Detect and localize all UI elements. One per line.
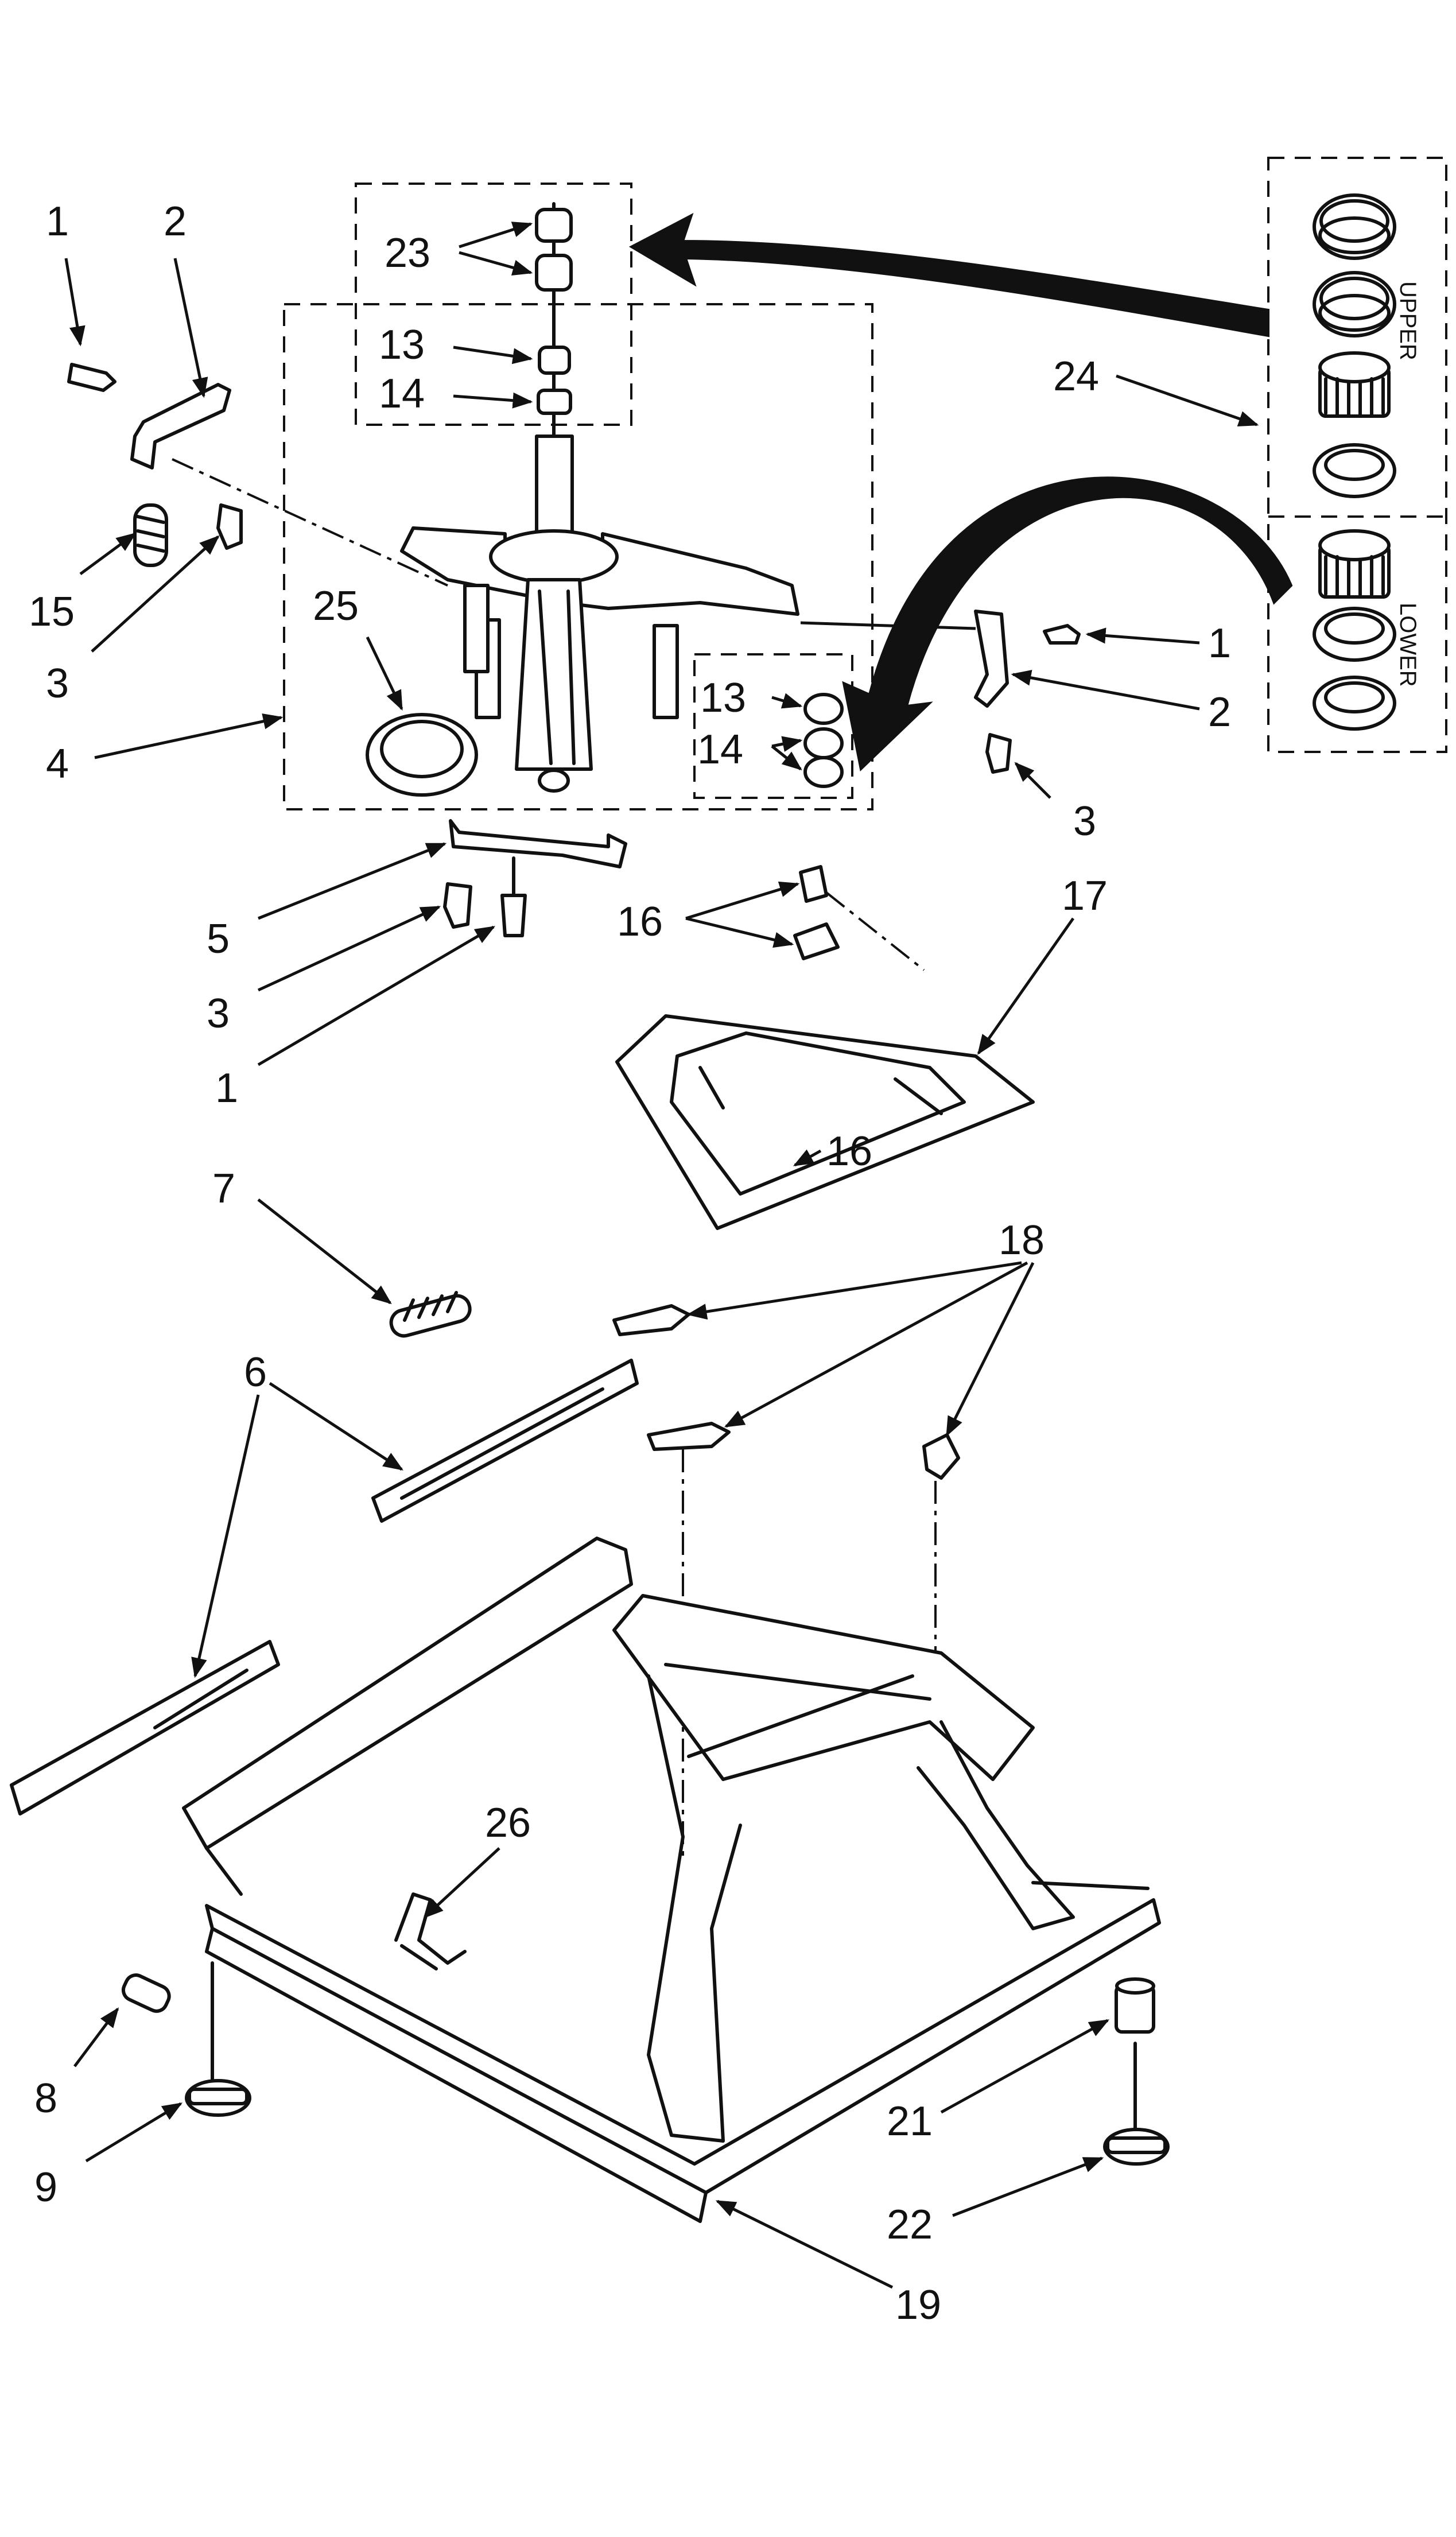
kit-24-box xyxy=(1267,157,1447,753)
callout-2: 2 xyxy=(164,199,187,245)
callout-4: 4 xyxy=(46,741,69,787)
callout-1b: 1 xyxy=(1208,620,1231,666)
callout-3c: 3 xyxy=(207,991,230,1037)
upper-kit-arrow xyxy=(628,212,1269,338)
clip-3-lower xyxy=(443,882,472,929)
bearing-kit-lower-box xyxy=(693,653,853,799)
callout-14b: 14 xyxy=(697,727,743,773)
screw-1-right xyxy=(1043,624,1081,645)
callout-1: 1 xyxy=(46,199,69,245)
bearing-13 xyxy=(538,346,571,375)
screw-1-left xyxy=(67,363,117,392)
lower-kit-arrow xyxy=(842,476,1293,771)
callout-15: 15 xyxy=(29,589,75,635)
callout-13: 13 xyxy=(379,322,425,368)
frame-17 xyxy=(615,1014,1035,1230)
bracket-2-left xyxy=(130,383,448,587)
bearing-14 xyxy=(537,389,572,415)
spring-15 xyxy=(133,503,168,567)
kit-24-lower-rings xyxy=(1313,529,1396,731)
callout-9: 9 xyxy=(34,2164,57,2210)
callout-16: 16 xyxy=(617,899,663,945)
callout-labels: 1 2 15 3 4 23 13 14 25 13 14 1 2 3 24 5 … xyxy=(29,199,1231,2328)
clip-16a xyxy=(799,865,828,903)
foot-22 xyxy=(1103,2042,1170,2166)
callout-8: 8 xyxy=(34,2076,57,2121)
base-19 xyxy=(182,1537,1161,2223)
rail-6-lower xyxy=(10,1640,280,1816)
callout-21: 21 xyxy=(887,2098,933,2144)
bracket-5 xyxy=(449,819,627,868)
ring-25 xyxy=(366,713,478,797)
callout-19: 19 xyxy=(895,2282,941,2328)
callout-3: 3 xyxy=(46,661,69,707)
callout-26: 26 xyxy=(485,1800,531,1846)
pad-18c xyxy=(922,1433,960,1480)
callout-6: 6 xyxy=(244,1349,267,1395)
callout-7: 7 xyxy=(212,1166,235,1212)
spring-7 xyxy=(389,1291,472,1338)
bearing-kit-upper-box xyxy=(355,183,632,426)
bumper-8 xyxy=(121,1973,171,2013)
callout-22: 22 xyxy=(887,2202,933,2248)
callout-1c: 1 xyxy=(215,1065,238,1111)
callout-18: 18 xyxy=(999,1217,1045,1263)
suspension-hub-4 xyxy=(400,435,799,793)
clip-3-right xyxy=(985,733,1012,774)
callout-13b: 13 xyxy=(700,675,746,721)
callout-14: 14 xyxy=(379,371,425,417)
leader-lines xyxy=(64,222,1259,2289)
callout-5: 5 xyxy=(207,916,230,962)
hub-assembly-box xyxy=(283,303,873,810)
kit-upper-label: UPPER xyxy=(1395,281,1420,360)
callout-3b: 3 xyxy=(1073,798,1096,844)
callout-2b: 2 xyxy=(1208,689,1231,735)
clip-16-dashline xyxy=(825,891,925,971)
kit-lower-label: LOWER xyxy=(1395,603,1420,687)
kit-24-upper-rings xyxy=(1313,193,1396,498)
foot-9 xyxy=(185,1961,251,2117)
clip-26 xyxy=(394,1892,467,1970)
bearing-13b xyxy=(803,693,844,725)
screw-1-lower xyxy=(500,856,527,937)
rail-6-upper xyxy=(371,1359,639,1523)
clip-16b xyxy=(793,922,840,960)
pad-18b xyxy=(647,1422,731,1451)
callout-25: 25 xyxy=(313,583,359,629)
clip-3-left xyxy=(216,503,243,550)
bearing-14b xyxy=(803,727,844,788)
bracket-2-right xyxy=(800,610,1009,708)
pad-18a xyxy=(612,1304,690,1336)
callout-23: 23 xyxy=(385,230,430,276)
callout-17: 17 xyxy=(1062,873,1108,919)
callout-24: 24 xyxy=(1053,354,1099,399)
sleeve-21 xyxy=(1115,1977,1155,2034)
callout-16b: 16 xyxy=(826,1128,872,1174)
